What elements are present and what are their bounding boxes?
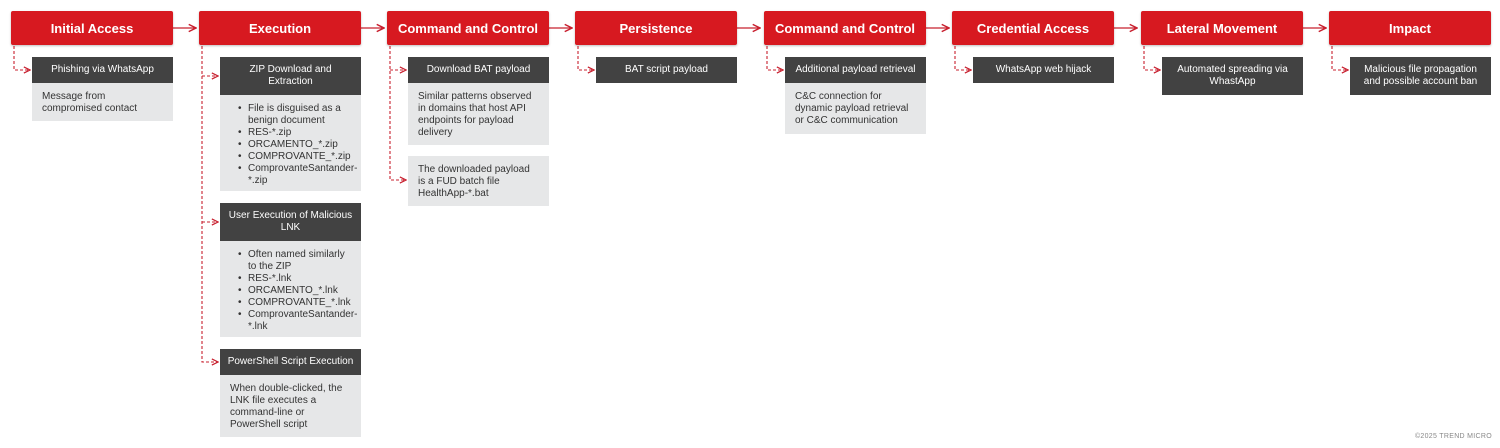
card-title: PowerShell Script Execution	[220, 349, 361, 375]
card-powershell: PowerShell Script Execution When double-…	[220, 349, 361, 437]
card-text: Message from compromised contact	[32, 83, 173, 121]
stage-command-and-control: Command and Control	[387, 11, 549, 45]
stage-connector	[13, 46, 30, 70]
stage-connector	[201, 46, 218, 362]
card-automated-spreading: Automated spreading via WhastApp	[1162, 57, 1303, 95]
card-title: WhatsApp web hijack	[973, 57, 1114, 83]
card-lnk-execution: User Execution of Malicious LNK Often na…	[220, 203, 361, 337]
card-list: Often named similarly to the ZIP RES-*.l…	[220, 241, 361, 337]
card-file-propagation: Malicious file propagation and possible …	[1350, 57, 1491, 95]
list-item: Often named similarly to the ZIP	[238, 249, 351, 273]
list-item: ORCAMENTO_*.lnk	[238, 285, 351, 297]
stage-connector	[1331, 46, 1348, 70]
stage-connector	[389, 46, 406, 180]
card-title: Download BAT payload	[408, 57, 549, 83]
list-item: RES-*.zip	[238, 127, 351, 139]
card-phishing: Phishing via WhatsApp Message from compr…	[32, 57, 173, 121]
card-list: File is disguised as a benign document R…	[220, 95, 361, 191]
card-title: Malicious file propagation and possible …	[1350, 57, 1491, 95]
stage-initial-access: Initial Access	[11, 11, 173, 45]
card-text: The downloaded payload is a FUD batch fi…	[408, 156, 549, 206]
stage-connector	[954, 46, 971, 70]
stage-impact: Impact	[1329, 11, 1491, 45]
card-bat-script: BAT script payload	[596, 57, 737, 83]
copyright: ©2025 TREND MICRO	[1414, 433, 1492, 440]
list-item: COMPROVANTE_*.lnk	[238, 297, 351, 309]
stage-connector	[577, 46, 594, 70]
card-title: Automated spreading via WhastApp	[1162, 57, 1303, 95]
list-item: File is disguised as a benign document	[238, 103, 351, 127]
card-title: BAT script payload	[596, 57, 737, 83]
card-zip-download: ZIP Download and Extraction File is disg…	[220, 57, 361, 191]
card-text: When double-clicked, the LNK file execut…	[220, 375, 361, 437]
card-fud-batch: The downloaded payload is a FUD batch fi…	[408, 156, 549, 206]
stage-connector	[1143, 46, 1160, 70]
stage-command-and-control-2: Command and Control	[764, 11, 926, 45]
card-title: ZIP Download and Extraction	[220, 57, 361, 95]
stage-execution: Execution	[199, 11, 361, 45]
list-item: ORCAMENTO_*.zip	[238, 139, 351, 151]
stage-credential-access: Credential Access	[952, 11, 1114, 45]
list-item: ComprovanteSantander-*.zip	[238, 163, 358, 187]
stage-persistence: Persistence	[575, 11, 737, 45]
stage-connector	[766, 46, 783, 70]
card-whatsapp-hijack: WhatsApp web hijack	[973, 57, 1114, 83]
card-title: User Execution of Malicious LNK	[220, 203, 361, 241]
card-additional-payload: Additional payload retrieval C&C connect…	[785, 57, 926, 134]
list-item: ComprovanteSantander-*.lnk	[238, 309, 358, 333]
card-text: Similar patterns observed in domains tha…	[408, 83, 549, 145]
list-item: RES-*.lnk	[238, 273, 351, 285]
card-download-bat: Download BAT payload Similar patterns ob…	[408, 57, 549, 145]
list-item: COMPROVANTE_*.zip	[238, 151, 351, 163]
stage-lateral-movement: Lateral Movement	[1141, 11, 1303, 45]
card-text: C&C connection for dynamic payload retri…	[785, 83, 926, 134]
card-title: Additional payload retrieval	[785, 57, 926, 83]
card-title: Phishing via WhatsApp	[32, 57, 173, 83]
